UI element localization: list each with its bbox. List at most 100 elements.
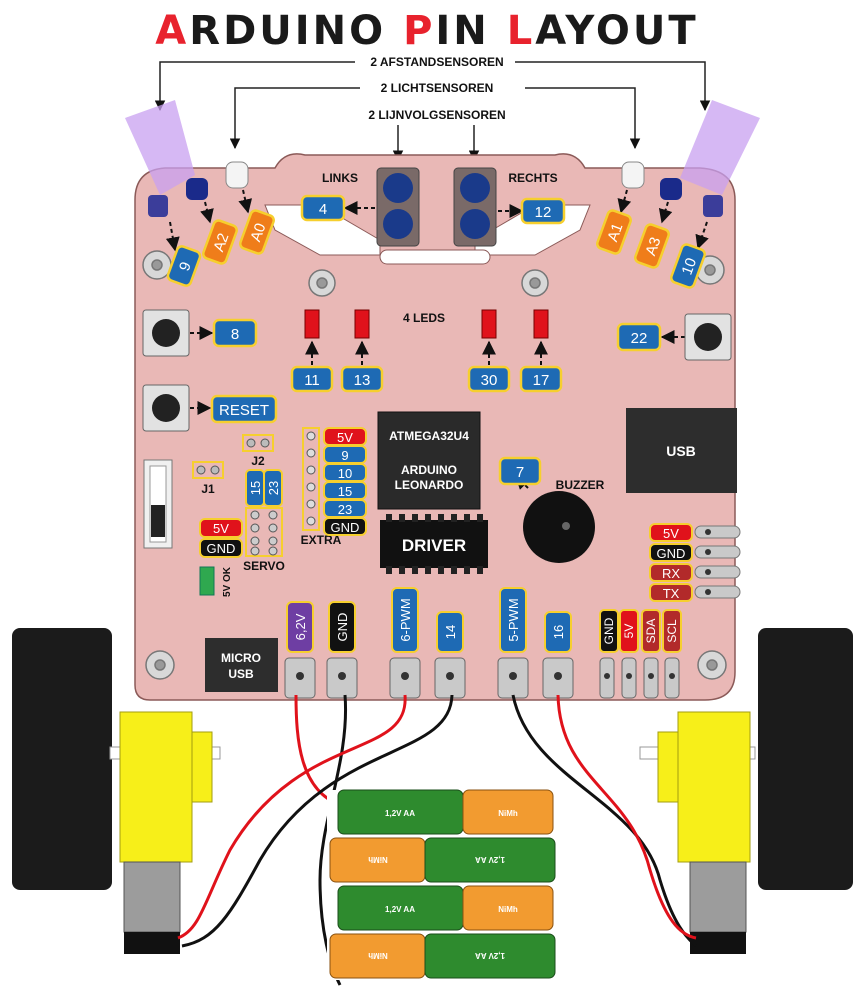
i2c-gnd: GND <box>602 617 616 644</box>
extra-15: 15 <box>338 484 352 499</box>
svg-text:NiMh: NiMh <box>368 951 388 960</box>
right-light-sensor <box>621 161 645 189</box>
serial-gnd: GND <box>657 546 686 561</box>
svg-text:NiMh: NiMh <box>498 809 518 818</box>
pin-4: 4 <box>319 201 327 218</box>
pin-bottom-gnd: GND <box>335 613 350 642</box>
svg-text:5V OK: 5V OK <box>222 566 233 597</box>
svg-text:USB: USB <box>228 667 254 681</box>
extra-gnd: GND <box>331 520 360 535</box>
extra-9: 9 <box>341 448 348 463</box>
title-letter: I <box>435 8 453 54</box>
svg-text:ARDUINO: ARDUINO <box>401 463 457 477</box>
battery-2: NiMh 1,2V AA <box>329 837 556 883</box>
pin-6-pwm: 6-PWM <box>398 598 413 641</box>
svg-text:BUZZER: BUZZER <box>556 478 605 492</box>
i2c-sda: SDA <box>644 619 658 644</box>
svg-text:ATMEGA32U4: ATMEGA32U4 <box>389 429 469 443</box>
left-wheel <box>12 628 112 890</box>
pin-30: 30 <box>481 372 498 389</box>
power-switch[interactable] <box>143 459 173 549</box>
battery-4: NiMh 1,2V AA <box>329 933 556 979</box>
svg-text:SERVO: SERVO <box>243 559 285 573</box>
left-distance-sensor <box>148 195 168 217</box>
i2c-5v: 5V <box>622 624 636 639</box>
title-letter: N <box>453 8 489 54</box>
buzzer: BUZZER <box>523 478 605 563</box>
pin-11: 11 <box>304 372 320 389</box>
pin-reset: RESET <box>219 402 269 419</box>
pin-9-badge: 9 <box>166 245 202 287</box>
svg-text:J2: J2 <box>251 454 265 468</box>
right-distance-beam <box>680 100 760 195</box>
title-letter: U <box>259 8 294 54</box>
svg-text:NiMh: NiMh <box>368 855 388 864</box>
extra-header: EXTRA <box>301 427 342 547</box>
pin-a1-badge: A1 <box>596 209 632 255</box>
pin-a0: A0 <box>247 221 269 244</box>
extra-5v: 5V <box>337 430 353 445</box>
pin-5-pwm: 5-PWM <box>506 598 521 641</box>
extra-10: 10 <box>338 466 352 481</box>
label-light-sensors: 2 LICHTSENSOREN <box>381 81 494 95</box>
right-ir-led <box>660 178 682 200</box>
pin-4-badge: 4 <box>300 194 346 222</box>
servo-gnd: GND <box>207 541 236 556</box>
svg-text:1,2V AA: 1,2V AA <box>385 905 415 914</box>
right-line-sensor <box>453 167 497 247</box>
pin-62v: 6,2V <box>293 613 308 640</box>
pin-a0-badge: A0 <box>239 209 275 255</box>
usb-port: USB <box>626 408 737 493</box>
svg-text:NiMh: NiMh <box>498 905 518 914</box>
sensor-callouts <box>154 61 711 162</box>
left-line-sensor <box>376 167 420 247</box>
pin-13: 13 <box>354 372 371 389</box>
svg-text:23: 23 <box>266 481 281 495</box>
svg-text:1,2V AA: 1,2V AA <box>385 809 415 818</box>
pin-10: 10 <box>679 256 701 277</box>
serial-tx: TX <box>663 586 680 601</box>
right-wheel <box>758 628 853 890</box>
label-left: LINKS <box>322 171 358 185</box>
battery-1: 1,2V AA NiMh <box>337 789 554 835</box>
title-letter: Y <box>564 8 596 54</box>
pin-a2-badge: A2 <box>202 219 238 265</box>
jumper-j2: J2 <box>242 434 274 468</box>
svg-text:15: 15 <box>248 481 263 495</box>
button-22[interactable] <box>684 313 732 361</box>
pin-22: 22 <box>631 330 648 347</box>
title-letter: O <box>596 8 633 54</box>
serial-header: 5V GND RX TX <box>649 523 741 602</box>
left-light-sensor <box>225 161 249 189</box>
page-title: ARDUINO PIN LAYOUT <box>155 8 698 54</box>
leds <box>304 309 549 339</box>
pin-a1: A1 <box>604 221 626 244</box>
svg-text:DRIVER: DRIVER <box>402 536 466 555</box>
battery-pack: 1,2V AA NiMh NiMh 1,2V AA 1,2V AA NiMh N… <box>327 789 557 980</box>
svg-text:EXTRA: EXTRA <box>301 533 342 547</box>
mcu-chip: ATMEGA32U4 ARDUINO LEONARDO <box>377 411 481 510</box>
pin-10-badge: 10 <box>670 243 706 289</box>
micro-usb-port: MICRO USB <box>205 638 278 692</box>
reset-button[interactable] <box>142 384 190 432</box>
pin-12-badge: 12 <box>520 197 566 225</box>
i2c-scl: SCL <box>665 619 679 643</box>
title-letter: D <box>223 8 259 54</box>
title-letter: N <box>313 8 349 54</box>
svg-text:1,2V AA: 1,2V AA <box>475 951 505 960</box>
5v-ok-led: 5V OK <box>199 566 233 597</box>
title-letter: T <box>668 8 698 54</box>
title-letter: O <box>349 8 386 54</box>
pin-8: 8 <box>231 326 239 343</box>
svg-text:LEONARDO: LEONARDO <box>395 478 464 492</box>
pin-7: 7 <box>516 464 524 481</box>
title-letter: A <box>535 8 566 54</box>
left-distance-beam <box>125 100 195 195</box>
button-8[interactable] <box>142 309 190 357</box>
pin-16: 16 <box>551 625 566 639</box>
pin-17: 17 <box>533 372 550 389</box>
title-letter <box>386 8 403 54</box>
title-letter: R <box>189 8 223 54</box>
title-letter: L <box>507 8 536 54</box>
